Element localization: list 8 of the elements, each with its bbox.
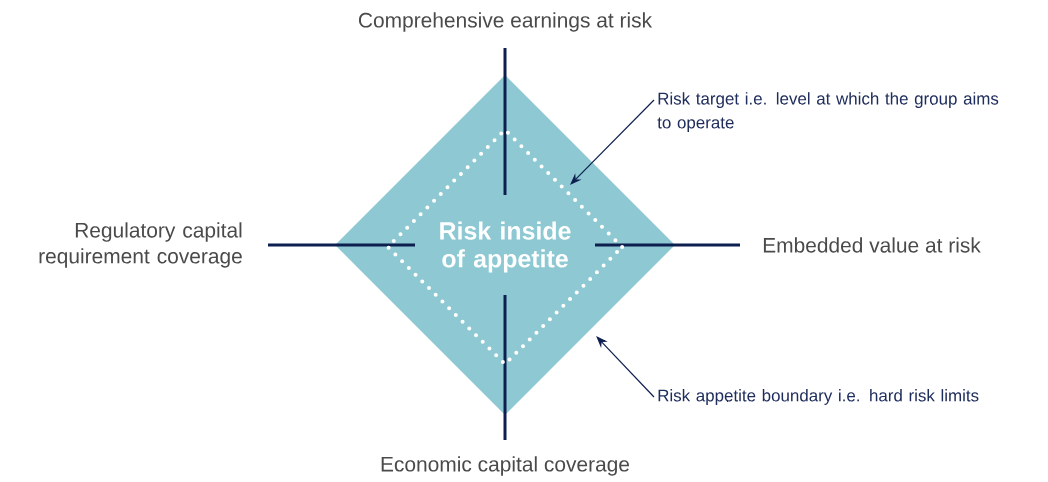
axis-label: Comprehensive earnings at risk [358,12,653,32]
leader-arrow [596,336,655,398]
axis-label: Embedded value at risk [763,237,981,253]
axis-label: Regulatory capital requirement coverage [39,222,242,268]
axis-label: Economic capital coverage [381,456,630,476]
callout-text: Risk target i.e. level at which the group aims to operate [657,92,999,132]
callout-text: Risk appetite boundary i.e. hard risk limits [658,389,979,405]
leader-arrow [570,99,655,185]
